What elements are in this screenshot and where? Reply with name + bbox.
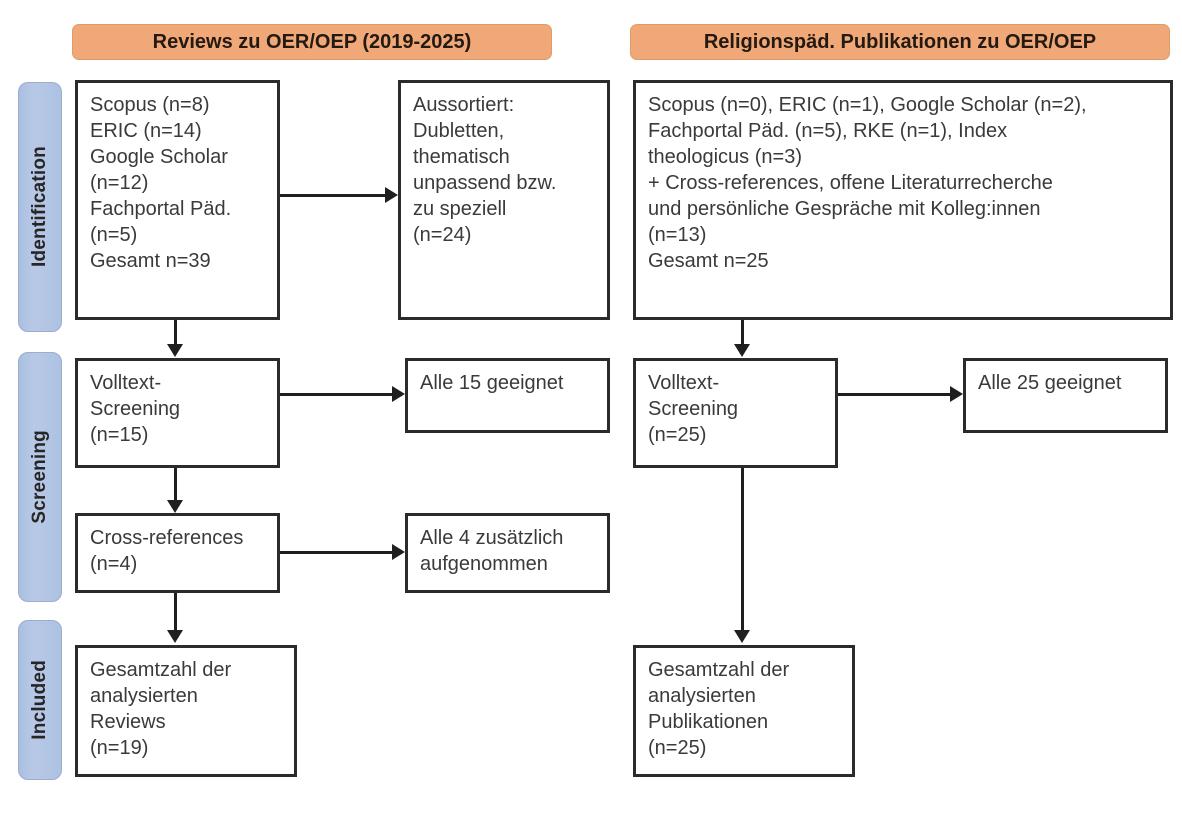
arrowhead-left-screening-to-result <box>392 386 405 402</box>
box-left-screening: Volltext- Screening (n=15) <box>75 358 280 468</box>
phase-label-identification-text: Identification <box>29 146 50 268</box>
phase-label-screening-text: Screening <box>29 430 50 524</box>
box-left-screening-result: Alle 15 geeignet <box>405 358 610 433</box>
box-right-screening: Volltext- Screening (n=25) <box>633 358 838 468</box>
column-header-religionspaed: Religionspäd. Publikationen zu OER/OEP <box>630 24 1170 60</box>
arrowhead-right-identification-to-screening <box>734 344 750 357</box>
arrowhead-left-screening-to-crossrefs <box>167 500 183 513</box>
arrowhead-right-screening-to-included <box>734 630 750 643</box>
connector-right-screening-to-result <box>838 393 950 396</box>
phase-label-included: Included <box>18 620 62 780</box>
box-right-identification: Scopus (n=0), ERIC (n=1), Google Scholar… <box>633 80 1173 320</box>
box-left-included: Gesamtzahl der analysierten Reviews (n=1… <box>75 645 297 777</box>
phase-label-identification: Identification <box>18 82 62 332</box>
connector-right-identification-to-screening <box>741 320 744 350</box>
connector-right-screening-to-included <box>741 468 744 635</box>
box-left-crossrefs-result: Alle 4 zusätzlich aufgenommen <box>405 513 610 593</box>
connector-left-identification-to-screening <box>174 320 177 350</box>
connector-left-crossrefs-to-included <box>174 593 177 635</box>
connector-left-screening-to-result <box>280 393 392 396</box>
box-right-screening-result: Alle 25 geeignet <box>963 358 1168 433</box>
box-left-excluded: Aussortiert: Dubletten, thematisch unpas… <box>398 80 610 320</box>
box-left-crossrefs: Cross-references (n=4) <box>75 513 280 593</box>
arrowhead-right-screening-to-result <box>950 386 963 402</box>
arrowhead-left-identification-to-screening <box>167 344 183 357</box>
arrowhead-left-crossrefs-to-result <box>392 544 405 560</box>
box-right-included: Gesamtzahl der analysierten Publikatione… <box>633 645 855 777</box>
connector-left-identification-to-excluded <box>280 194 385 197</box>
phase-label-included-text: Included <box>29 660 50 740</box>
arrowhead-left-crossrefs-to-included <box>167 630 183 643</box>
column-header-reviews: Reviews zu OER/OEP (2019-2025) <box>72 24 552 60</box>
connector-left-screening-to-crossrefs <box>174 468 177 506</box>
phase-label-screening: Screening <box>18 352 62 602</box>
arrowhead-left-identification-to-excluded <box>385 187 398 203</box>
box-left-identification: Scopus (n=8) ERIC (n=14) Google Scholar … <box>75 80 280 320</box>
connector-left-crossrefs-to-result <box>280 551 392 554</box>
